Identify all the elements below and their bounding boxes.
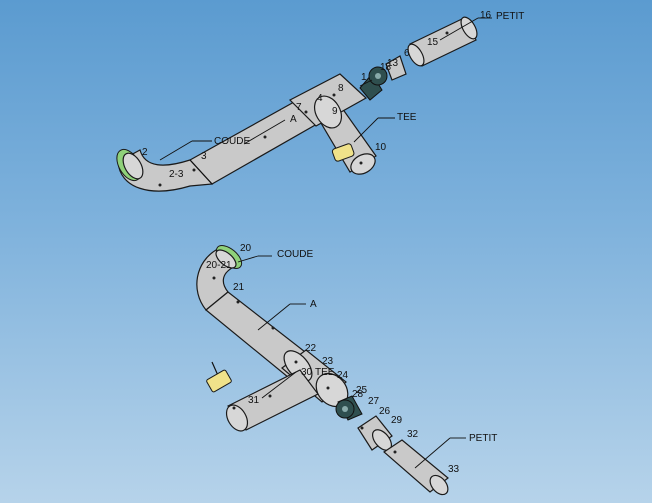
top-label-a: A: [290, 114, 297, 125]
top-label-16: 16: [480, 10, 492, 21]
top-label-8: 8: [338, 83, 344, 94]
top-yellow-fitting[interactable]: [331, 143, 355, 162]
top-seam-line: [189, 159, 213, 185]
bottom-label-24: 24: [337, 370, 349, 381]
top-label-3: 3: [201, 151, 207, 162]
bottom-label-31: 31: [248, 395, 260, 406]
bottom-valve-hub: [342, 406, 348, 412]
top-small-pipe-start: [407, 43, 425, 67]
bottom-label-20: 20: [240, 243, 252, 254]
bottom-label-coude: COUDE: [277, 249, 313, 260]
bottom-label-26: 26: [379, 406, 391, 417]
bottom-label-30: 30: [301, 367, 313, 378]
bottom-label-a: A: [310, 299, 317, 310]
bottom-label-33: 33: [448, 464, 460, 475]
bottom-label-27: 27: [368, 396, 380, 407]
bottom-label-petit: PETIT: [469, 433, 497, 444]
top-label-15: 15: [427, 37, 439, 48]
top-label-2-3: 2-3: [169, 169, 184, 180]
top-reducer[interactable]: [385, 55, 407, 81]
top-small-pipe-end: [460, 16, 478, 40]
top-label-13: 13: [387, 58, 399, 69]
top-label-9: 9: [332, 106, 338, 117]
bottom-label-32: 32: [407, 429, 419, 440]
top-valve[interactable]: [359, 73, 383, 101]
top-assembly: 16 PETIT 15 6 13 18 1 8 4 7 9 A TEE 10 C…: [116, 10, 524, 192]
top-label-18: 18: [380, 62, 392, 73]
bottom-label-21: 21: [233, 282, 245, 293]
bottom-small-pipe-end: [429, 474, 449, 496]
bottom-label-tee: TEE: [315, 367, 335, 378]
bottom-assembly: 20 COUDE 20-21 21 A 22 23 30 TEE 24 31 2…: [196, 243, 497, 496]
top-label-6: 6: [404, 48, 410, 59]
bottom-yellow-fitting[interactable]: [206, 369, 232, 393]
top-label-7: 7: [296, 102, 302, 113]
top-label-petit: PETIT: [496, 11, 524, 22]
top-label-tee: TEE: [397, 112, 417, 123]
bottom-label-28: 28: [352, 389, 364, 400]
top-valve-hub: [375, 73, 381, 79]
top-label-2: 2: [142, 147, 148, 158]
bottom-elbow-opening: [215, 249, 237, 269]
bottom-tee-branch-end: [225, 404, 249, 432]
bottom-label-20-21: 20-21: [206, 260, 232, 271]
top-label-10: 10: [375, 142, 387, 153]
top-elbow-opening: [122, 152, 144, 180]
bottom-tee-face: [283, 350, 313, 382]
top-label-1: 1: [361, 72, 367, 83]
bottom-label-22: 22: [305, 343, 317, 354]
top-tee-branch-end: [350, 153, 376, 175]
bottom-label-29: 29: [391, 415, 403, 426]
bottom-label-25: 25: [356, 385, 368, 396]
top-label-coude: COUDE: [214, 136, 250, 147]
top-tee-face: [313, 95, 343, 129]
bottom-label-23: 23: [322, 356, 334, 367]
top-label-4: 4: [317, 93, 323, 104]
